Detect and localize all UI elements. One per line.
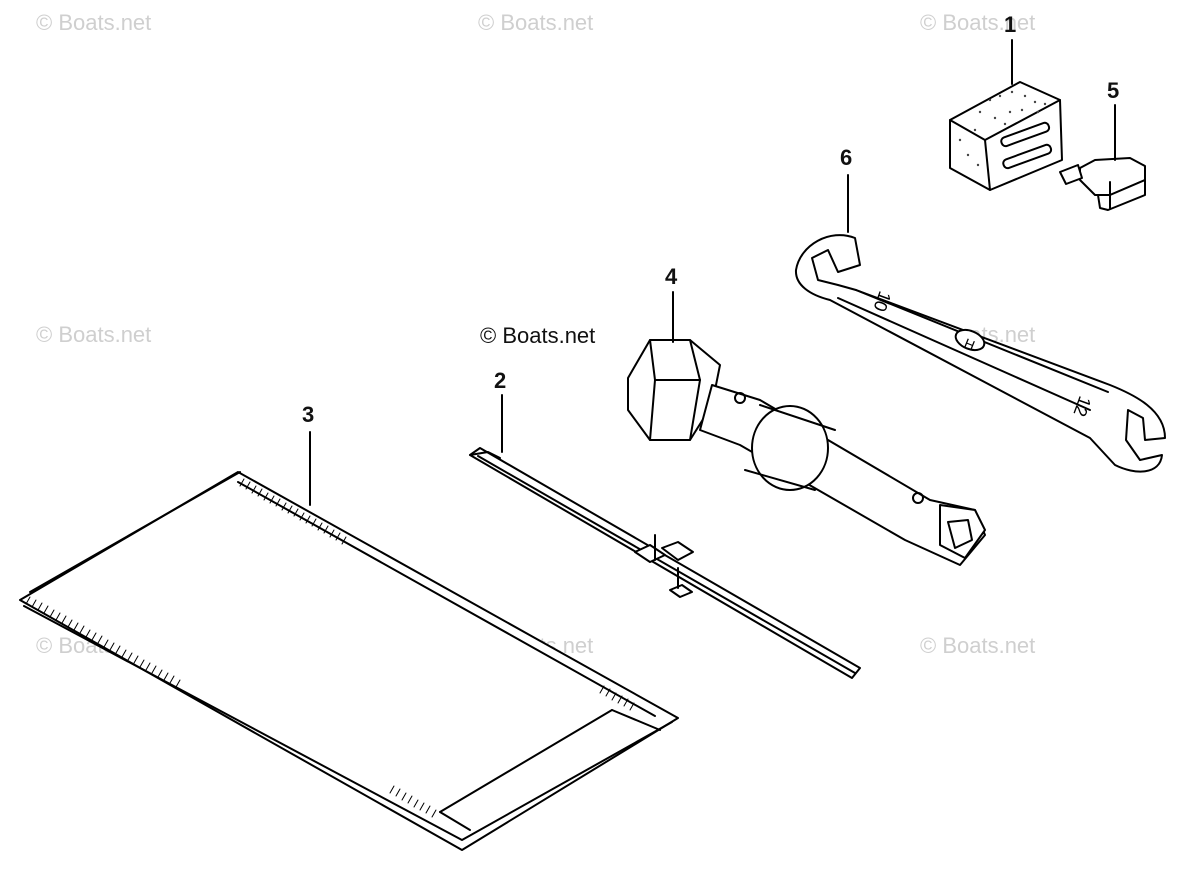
blade-fuse-icon xyxy=(1059,157,1146,211)
callout-3: 3 xyxy=(302,402,315,427)
callout-5: 5 xyxy=(1107,78,1120,103)
watermark-top-right: © Boats.net xyxy=(920,10,1036,35)
callout-4: 4 xyxy=(665,264,678,289)
watermark-top-left: © Boats.net xyxy=(36,10,152,35)
screwdriver-icon xyxy=(469,447,861,679)
open-end-wrench-icon xyxy=(794,234,1166,473)
socket-wrench-icon xyxy=(627,339,986,566)
copyright-label: © Boats.net xyxy=(480,323,596,348)
watermark-bottom-right: © Boats.net xyxy=(920,633,1036,658)
callout-6: 6 xyxy=(840,145,853,170)
watermark-top-center: © Boats.net xyxy=(478,10,594,35)
tool-bag-icon xyxy=(19,471,679,851)
callout-2: 2 xyxy=(494,368,507,393)
fuse-box-block-icon xyxy=(949,81,1063,191)
callout-1: 1 xyxy=(1004,12,1017,37)
watermark-mid-left: © Boats.net xyxy=(36,322,152,347)
